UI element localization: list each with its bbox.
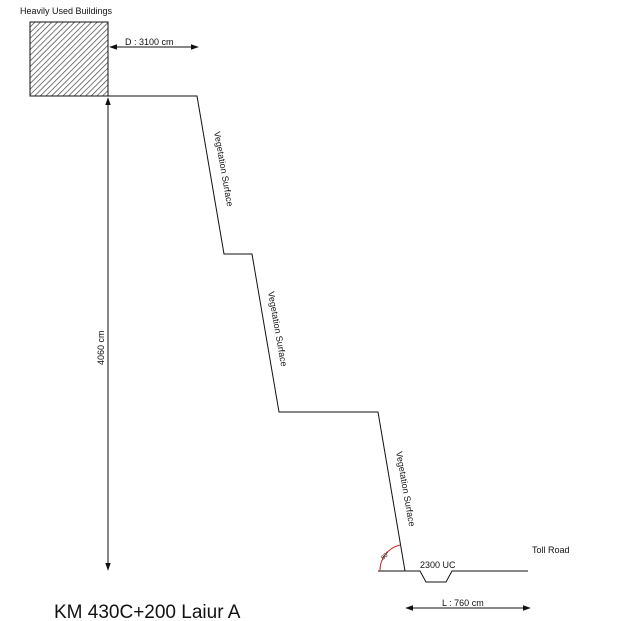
section-title: KM 430C+200 Laiur A (54, 602, 241, 621)
distance-label: D : 3100 cm (125, 37, 174, 47)
building-label: Heavily Used Buildings (20, 6, 113, 16)
angle-label: 80° (380, 551, 391, 562)
angle-arc (379, 544, 401, 572)
building-block (29, 21, 109, 97)
height-label: 4060 cm (96, 330, 106, 365)
length-label: L : 760 cm (442, 598, 484, 608)
slope-label-3: Vegetation Surface (394, 451, 417, 528)
slope-label-1: Vegetation Surface (212, 131, 235, 208)
ground-line (378, 570, 528, 583)
culvert-label: 2300 UC (420, 560, 456, 570)
road-label: Toll Road (532, 545, 570, 555)
terrain-profile (108, 95, 406, 572)
